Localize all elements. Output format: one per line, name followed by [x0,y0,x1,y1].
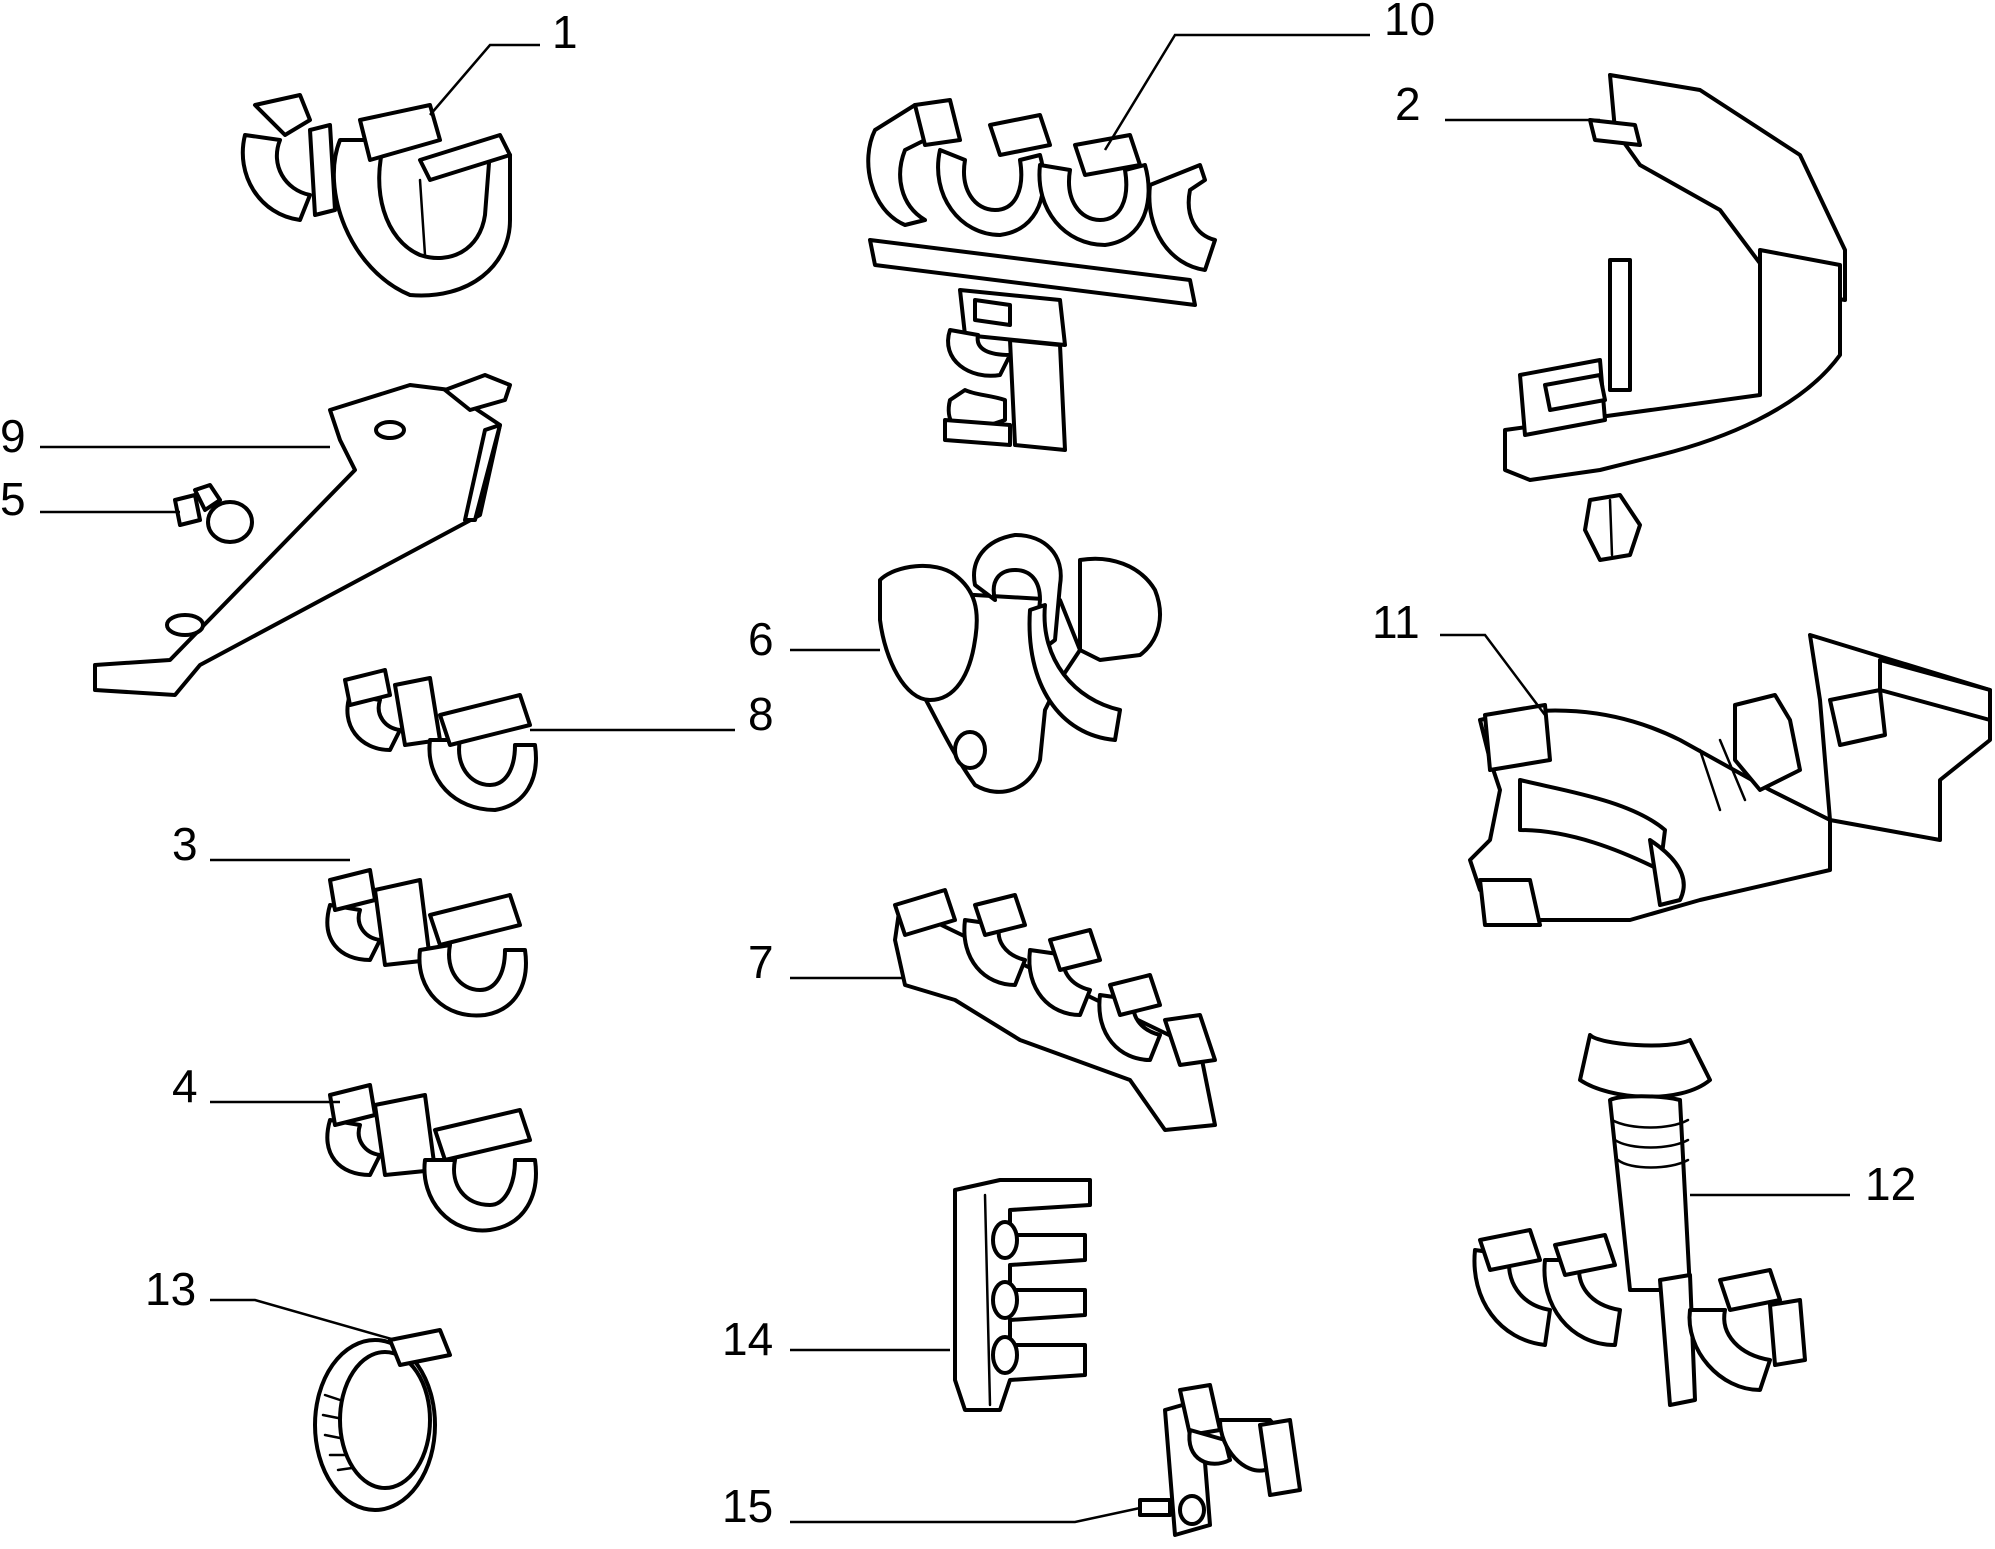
part-12-dome-clip [1472,1033,1807,1407]
part-15-clip-plate [1138,1383,1302,1537]
part-11-mount-clip [1468,633,1992,927]
callout-6-label: 6 [748,613,774,665]
part-2-bracket [1503,73,1847,562]
callout-10-label: 10 [1384,0,1435,45]
part-14-comb-block [953,1178,1092,1412]
part-7-clip-strip [893,888,1217,1132]
callout-15-leader [790,1506,1141,1524]
part-6-clip-block [878,533,1162,794]
callout-12-label: 12 [1865,1158,1916,1210]
callout-10-leader [1103,33,1370,151]
part-3-clip [325,868,528,1018]
part-4-clip [325,1083,538,1233]
callout-8-label: 8 [748,688,774,740]
callout-3-label: 3 [172,818,198,870]
callout-1-label: 1 [552,6,578,58]
part-8-clip [343,668,538,812]
callout-2-label: 2 [1395,78,1421,130]
part-9-plate-bracket [93,373,512,697]
part-5-pin [173,483,254,544]
callout-5-label: 5 [0,473,26,525]
callout-13-label: 13 [145,1263,196,1315]
part-13-hose-clamp [313,1328,452,1512]
callout-7-label: 7 [748,936,774,988]
callout-11-leader [1440,633,1546,716]
callout-9-label: 9 [0,410,26,462]
callout-15-label: 15 [722,1480,773,1532]
part-1-clip [240,93,512,298]
callout-4-label: 4 [172,1060,198,1112]
part-10-clip-assembly [866,98,1217,452]
callout-11-label: 11 [1372,596,1420,648]
callout-13-leader [210,1298,396,1342]
callout-14-label: 14 [722,1313,773,1365]
callout-1-leader [429,43,540,116]
